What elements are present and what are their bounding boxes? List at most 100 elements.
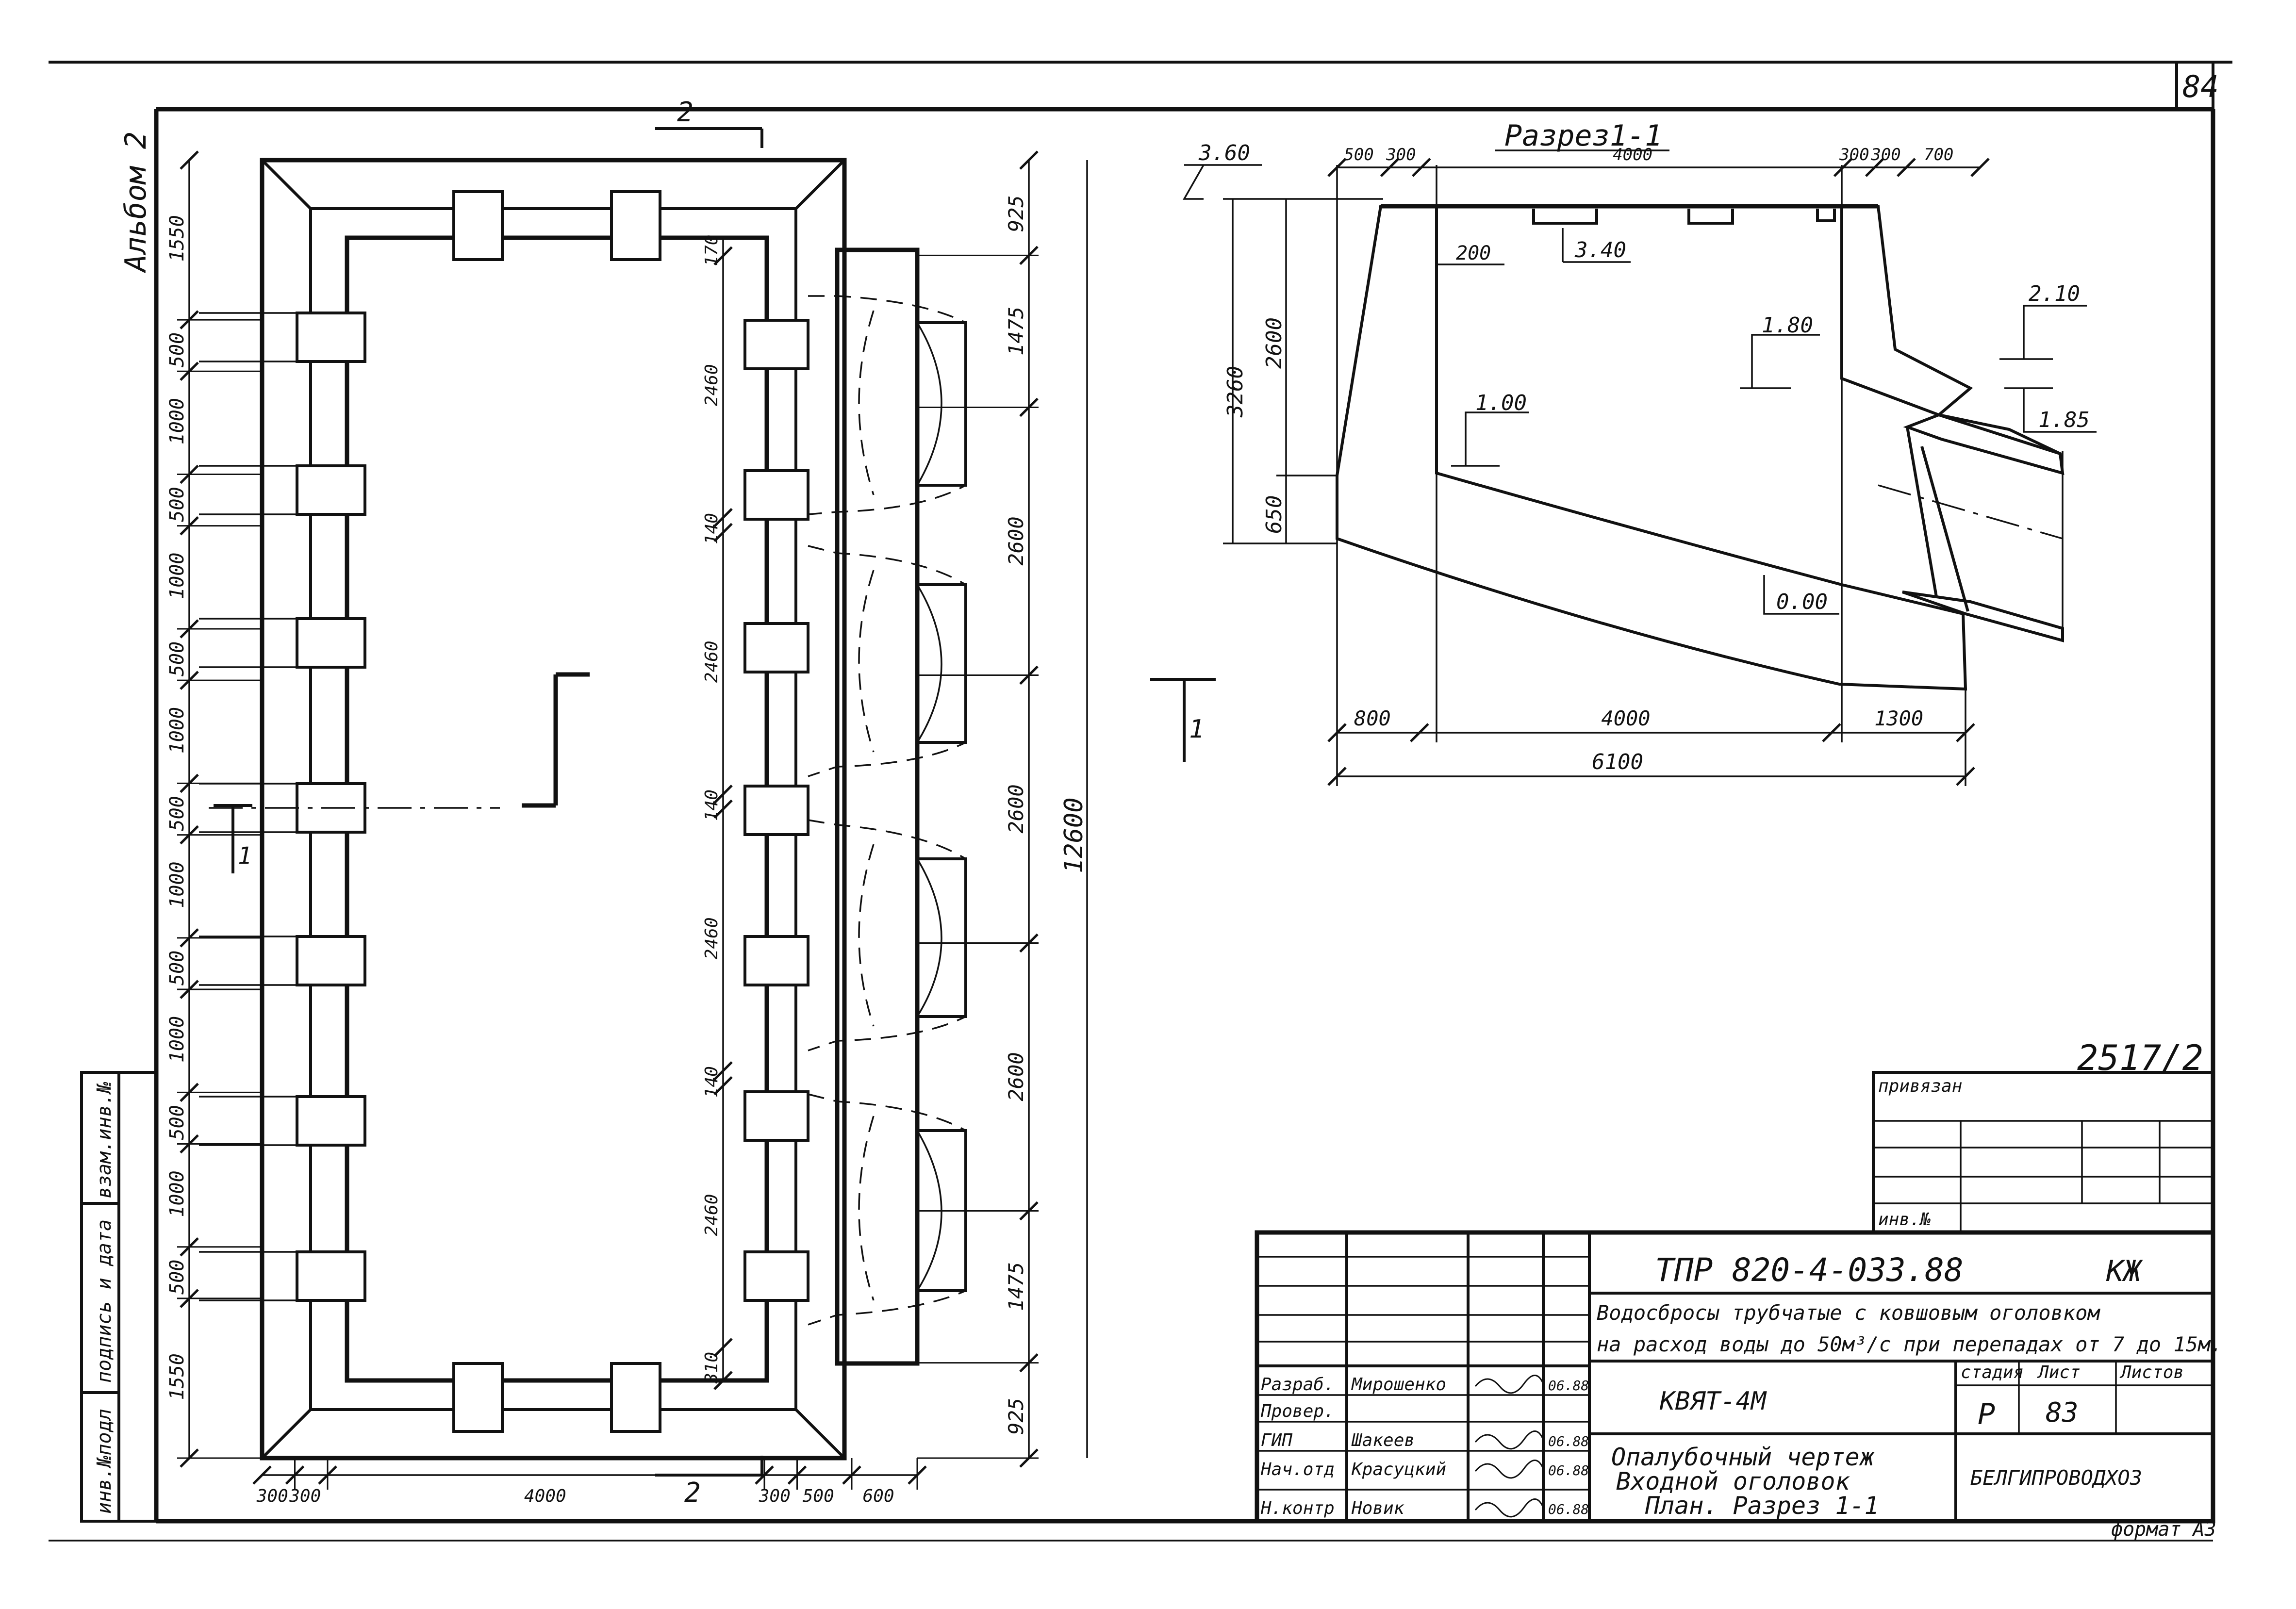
plan-bottom-dim: 600 xyxy=(863,1486,894,1506)
plan-left-dim: 1000 xyxy=(166,552,188,599)
plan-mid-dim: 2460 xyxy=(702,364,722,406)
plan-bottom-dim: 500 xyxy=(803,1486,834,1506)
signature-scribble xyxy=(1474,1460,1544,1479)
dim-200: 200 xyxy=(1456,242,1491,264)
section-bottom-dim: 4000 xyxy=(1601,706,1650,730)
plan-left-dim: 1000 xyxy=(166,1016,188,1063)
sheets-header: Листов xyxy=(2119,1363,2184,1382)
section-top-dim: 300 xyxy=(1870,145,1900,164)
stage-value: Р xyxy=(1978,1397,1995,1431)
sheet-title-2: Входной оголовок xyxy=(1616,1467,1850,1495)
signature-role: Провер. xyxy=(1260,1401,1335,1421)
section-overall-dim: 6100 xyxy=(1592,750,1643,774)
plan-mid-dim: 140 xyxy=(702,513,722,544)
section-top-dim: 500 xyxy=(1344,145,1373,164)
plan-mid-dim: 2460 xyxy=(702,1194,722,1236)
project-title-2: на расход воды до 50м³/с при перепадах о… xyxy=(1597,1332,2223,1356)
plan-right-dim: 925 xyxy=(1004,195,1028,232)
signature-date: 06.88 xyxy=(1548,1433,1589,1449)
plan-left-dim: 1000 xyxy=(166,398,188,444)
plan-mid-dim: 2460 xyxy=(702,918,722,960)
side-stamp-sign: подпись и дата xyxy=(93,1219,116,1383)
level-3-60: 3.60 xyxy=(1198,141,1250,165)
signature-role: Н.контр xyxy=(1260,1498,1335,1518)
album-label: Альбом 2 xyxy=(119,131,153,274)
level-3-40: 3.40 xyxy=(1574,238,1626,263)
object-name: КВЯТ-4М xyxy=(1659,1387,1767,1416)
stage-header: стадия xyxy=(1961,1363,2024,1382)
plan-left-dim: 500 xyxy=(166,641,188,676)
signature-date: 06.88 xyxy=(1548,1378,1589,1394)
sec-dim-3260: 3260 xyxy=(1223,366,1248,418)
section-top-dim: 300 xyxy=(1386,145,1416,164)
signature-role: ГИП xyxy=(1261,1430,1292,1450)
level-2-10: 2.10 xyxy=(2029,281,2080,306)
plan-right-dim: 1475 xyxy=(1004,307,1028,356)
section-bottom-dim: 1300 xyxy=(1874,706,1923,730)
organization: БЕЛГИПРОВОДХОЗ xyxy=(1970,1466,2142,1490)
right-wall-blocks xyxy=(743,319,809,1302)
plan-left-dim: 1550 xyxy=(166,1353,188,1400)
section-top-dim: 4000 xyxy=(1613,145,1652,164)
cut-2-top: 2 xyxy=(677,97,694,128)
signature-role: Разраб. xyxy=(1261,1375,1335,1395)
plan-bottom-dim: 300 xyxy=(289,1486,321,1506)
sec-dim-2600: 2600 xyxy=(1262,317,1287,369)
section-top-dim: 700 xyxy=(1924,145,1953,164)
plan-left-dim: 1550 xyxy=(166,215,188,262)
sheet-number: 84 xyxy=(2182,69,2219,104)
plan-left-dim: 500 xyxy=(166,332,188,367)
plan-left-dim: 500 xyxy=(166,951,188,985)
signature-scribble xyxy=(1474,1430,1544,1450)
plan-right-dim: 925 xyxy=(1004,1398,1028,1435)
cut-1-plan: 1 xyxy=(238,842,252,870)
level-1-85: 1.85 xyxy=(2038,408,2090,432)
side-stamp-repl: взам.инв.№ xyxy=(93,1082,116,1199)
signature-scribble xyxy=(1474,1375,1544,1394)
level-1-80: 1.80 xyxy=(1762,313,1813,338)
plan-left-dim: 500 xyxy=(166,1260,188,1295)
ref-number: 2517/2 xyxy=(2077,1037,2203,1078)
plan-bottom-dim: 300 xyxy=(256,1486,288,1506)
plan-bottom-dim: 300 xyxy=(759,1486,791,1506)
inv-label: инв.№ xyxy=(1878,1210,1931,1230)
pipe-outlets xyxy=(808,295,967,1326)
plan-mid-dim: 140 xyxy=(702,1066,722,1098)
sheet-header: Лист xyxy=(2037,1363,2081,1382)
left-wall-blocks xyxy=(296,312,366,1302)
section-view: Разрез1-1 3.60 3.40 1.80 1.00 0.00 2.10 … xyxy=(1150,119,2097,786)
plan-mid-dim: 310 xyxy=(702,1352,722,1384)
plan-right-dim: 2600 xyxy=(1004,516,1028,565)
section-bottom-dim: 800 xyxy=(1354,706,1391,730)
project-title-1: Водосбросы трубчатые с ковшовым оголовко… xyxy=(1597,1301,2100,1325)
plan-right-dim: 1475 xyxy=(1004,1262,1028,1311)
plan-view: 2 2 1 1550500100050010005001000500100050… xyxy=(166,97,1089,1509)
level-1-00: 1.00 xyxy=(1475,391,1527,415)
plan-left-dim: 1000 xyxy=(166,707,188,754)
plan-mid-dim: 170 xyxy=(702,235,722,266)
plan-overall-dim: 12600 xyxy=(1059,797,1089,873)
sheet-frame xyxy=(49,61,2232,1542)
side-stamp: инв.№подл подпись и дата взам.инв.№ xyxy=(80,1071,158,1523)
signature-date: 06.88 xyxy=(1548,1501,1589,1517)
signature-name: Шакеев xyxy=(1351,1430,1415,1450)
section-title: Разрез1-1 xyxy=(1504,119,1662,153)
signature-scribble xyxy=(1474,1498,1544,1518)
cut-1-section: 1 xyxy=(1189,715,1204,744)
plan-bottom-dim: 4000 xyxy=(524,1486,566,1506)
signature-role: Нач.отд xyxy=(1260,1460,1335,1479)
plan-left-dim: 500 xyxy=(166,487,188,522)
mark: КЖ xyxy=(2106,1254,2143,1288)
level-0-00: 0.00 xyxy=(1776,590,1828,614)
signature-name: Новик xyxy=(1351,1498,1404,1518)
plan-left-dim: 1000 xyxy=(166,1170,188,1217)
format: формат А3 xyxy=(2111,1518,2216,1541)
plan-mid-dim: 2460 xyxy=(702,640,722,683)
drawing-code: ТПР 820-4-033.88 xyxy=(1655,1251,1964,1289)
sheet-title-3: План. Разрез 1-1 xyxy=(1645,1492,1879,1520)
signature-name: Мирошенко xyxy=(1351,1375,1446,1395)
plan-mid-dim: 140 xyxy=(702,789,722,821)
section-top-dim: 300 xyxy=(1839,145,1869,164)
